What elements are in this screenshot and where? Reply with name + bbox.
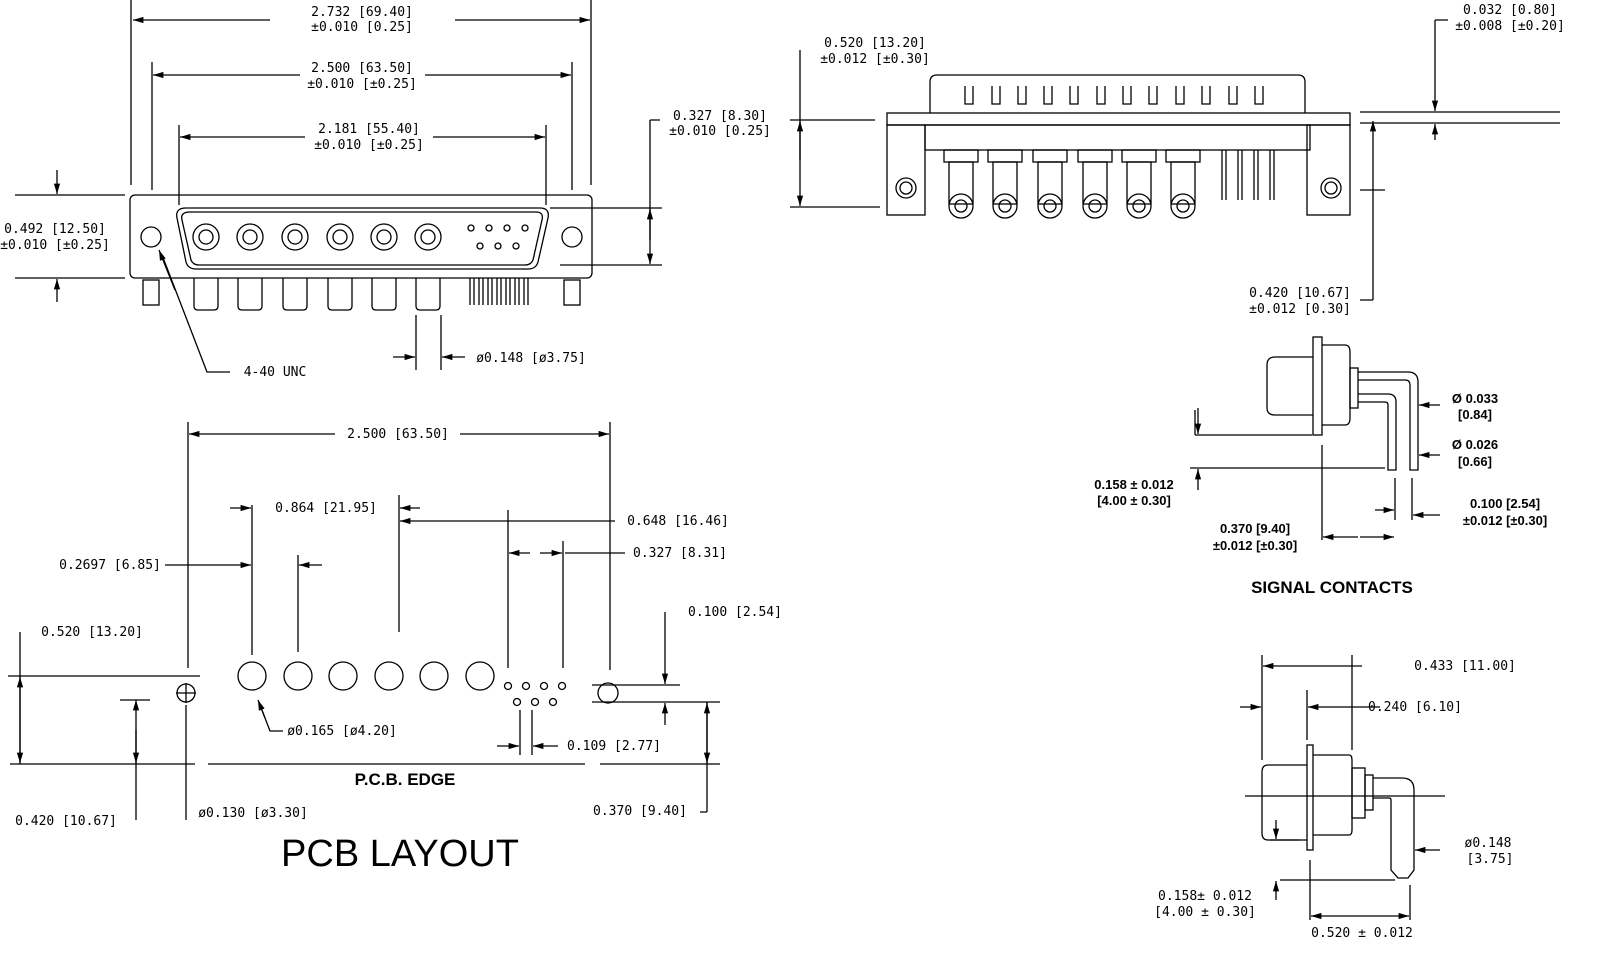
- signal-reach: 0.370 [9.40]: [1220, 521, 1290, 536]
- signal-contacts-detail: Ø 0.033 [0.84] Ø 0.026 [0.66] 0.158 ± 0.…: [1094, 336, 1547, 597]
- signal-contacts-title: SIGNAL CONTACTS: [1251, 578, 1413, 597]
- power-contacts-top: [943, 149, 1201, 219]
- power-reach: 0.520 ± 0.012: [1311, 926, 1413, 941]
- legs: [142, 278, 581, 311]
- pcb-holes: [176, 661, 619, 707]
- power-dia-mm: [3.75]: [1467, 852, 1514, 867]
- power-dim-b: 0.240 [6.10]: [1368, 700, 1462, 715]
- top-view: 0.520 [13.20] ±0.012 [±0.30] 0.032 [0.80…: [790, 3, 1565, 317]
- pcb-dim-520: 0.520 [13.20]: [41, 625, 143, 640]
- pcb-dim-648: 0.648 [16.46]: [627, 514, 729, 529]
- dim-shell-height: 0.327 [8.30]: [673, 109, 767, 124]
- pcb-layout: 2.500 [63.50] 0.864 [21.95] 0.648 [16.46…: [8, 422, 782, 875]
- signal-pitch: 0.100 [2.54]: [1470, 496, 1540, 511]
- pcb-dim-420: 0.420 [10.67]: [15, 814, 117, 829]
- pcb-dim-hole: ø0.165 [ø4.20]: [287, 724, 397, 739]
- signal-pitch-tol: ±0.012 [±0.30]: [1463, 513, 1547, 528]
- power-contacts-front: [192, 223, 442, 251]
- dim-mount-tol: ±0.010 [±0.25]: [307, 77, 417, 92]
- pcb-dim-mount-hole: ø0.130 [ø3.30]: [198, 806, 308, 821]
- signal-standoff: 0.158 ± 0.012: [1094, 477, 1173, 492]
- front-view: 2.732 [69.40] ±0.010 [0.25] 2.500 [63.50…: [0, 0, 771, 380]
- power-standoff: 0.158± 0.012: [1158, 889, 1252, 904]
- signal-dia-2-mm: [0.66]: [1458, 454, 1492, 469]
- pcb-edge-label: P.C.B. EDGE: [355, 770, 456, 789]
- pcb-dim-370: 0.370 [9.40]: [593, 804, 687, 819]
- dim-mount-width: 2.500 [63.50]: [311, 61, 413, 76]
- dim-shell-height-tol: ±0.010 [0.25]: [669, 124, 771, 139]
- thread-callout: 4-40 UNC: [244, 365, 307, 380]
- dim-overall-width: 2.732 [69.40]: [311, 5, 413, 20]
- power-dim-a: 0.433 [11.00]: [1414, 659, 1516, 674]
- pcb-dim-100: 0.100 [2.54]: [688, 605, 782, 620]
- pcb-dim-109: 0.109 [2.77]: [567, 739, 661, 754]
- signal-standoff-mm: [4.00 ± 0.30]: [1097, 493, 1171, 508]
- power-standoff-mm: [4.00 ± 0.30]: [1154, 905, 1256, 920]
- dim-depth-tol: ±0.012 [±0.30]: [820, 52, 930, 67]
- power-contact-detail: 0.433 [11.00] 0.240 [6.10] ø0.148 [3.75]…: [1154, 655, 1516, 941]
- pcb-layout-title: PCB LAYOUT: [281, 833, 519, 875]
- dim-shell-tol: ±0.010 [±0.25]: [314, 138, 424, 153]
- dim-height-tol: ±0.010 [±0.25]: [0, 238, 110, 253]
- signal-contacts-front: [467, 224, 529, 250]
- pcb-dim-864: 0.864 [21.95]: [275, 501, 377, 516]
- signal-dia-2: Ø 0.026: [1452, 437, 1498, 452]
- dim-depth: 0.520 [13.20]: [824, 36, 926, 51]
- signal-dia-1: Ø 0.033: [1452, 391, 1498, 406]
- dim-flange-tol: ±0.008 [±0.20]: [1455, 19, 1565, 34]
- pcb-dim-327: 0.327 [8.31]: [633, 546, 727, 561]
- dim-shell-width: 2.181 [55.40]: [318, 122, 420, 137]
- dim-height: 0.492 [12.50]: [4, 222, 106, 237]
- dim-offset: 0.420 [10.67]: [1249, 286, 1351, 301]
- dim-offset-tol: ±0.012 [0.30]: [1249, 302, 1351, 317]
- signal-reach-tol: ±0.012 [±0.30]: [1213, 538, 1297, 553]
- pcb-dim-mount: 2.500 [63.50]: [347, 427, 449, 442]
- dim-pin-diameter: ø0.148 [ø3.75]: [476, 351, 586, 366]
- dim-flange: 0.032 [0.80]: [1463, 3, 1557, 18]
- power-dia: ø0.148: [1465, 836, 1512, 851]
- pcb-dim-2697: 0.2697 [6.85]: [59, 558, 161, 573]
- dim-overall-tol: ±0.010 [0.25]: [311, 20, 413, 35]
- signal-dia-1-mm: [0.84]: [1458, 407, 1492, 422]
